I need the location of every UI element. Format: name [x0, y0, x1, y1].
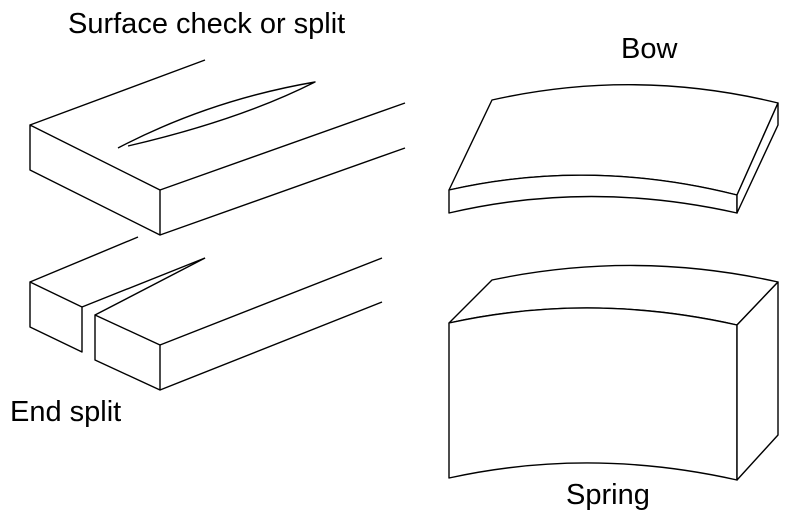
spring-label: Spring — [566, 479, 650, 511]
surface-check-board — [29, 59, 406, 236]
bow-label: Bow — [621, 33, 678, 65]
bow-board — [448, 84, 779, 214]
end-split-label: End split — [10, 396, 121, 428]
surface-split — [117, 81, 316, 149]
spring-board — [448, 264, 779, 481]
end-split-board — [29, 236, 383, 391]
surface-check-label: Surface check or split — [68, 8, 345, 40]
